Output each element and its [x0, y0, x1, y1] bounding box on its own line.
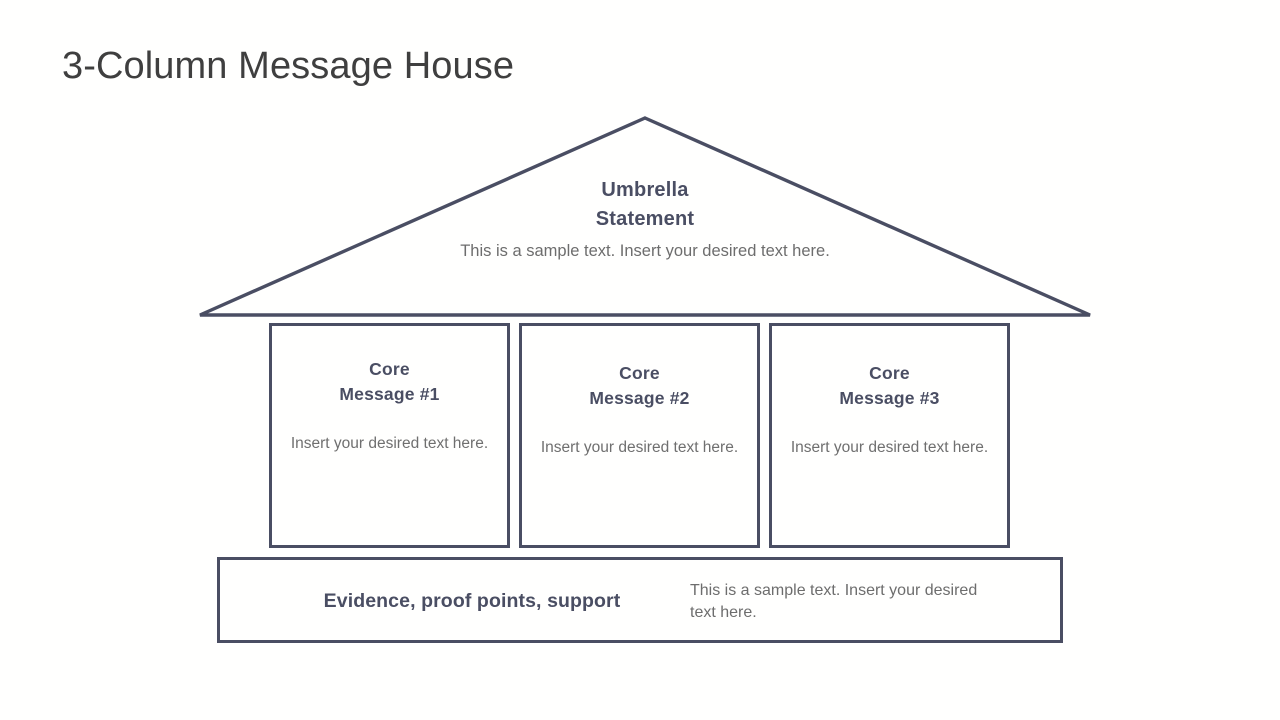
foundation-body-text: This is a sample text. Insert your desir… — [690, 582, 978, 622]
core-message-heading-2-line-2: Message #2 — [589, 388, 690, 409]
core-message-heading-1-line-1: Core — [369, 359, 410, 379]
core-message-heading-3-line-2: Message #3 — [839, 388, 940, 409]
foundation-bar[interactable]: Evidence, proof points, support This is … — [217, 557, 1063, 643]
foundation-heading: Evidence, proof points, support — [323, 590, 621, 612]
core-message-content-2: Core Message #2 Insert your desired text… — [522, 361, 757, 459]
umbrella-heading-line-1: Umbrella — [601, 179, 689, 201]
roof-triangle-shape[interactable] — [190, 108, 1100, 326]
umbrella-heading-line-2: Statement — [595, 208, 695, 230]
core-message-content-1: Core Message #1 Insert your desired text… — [272, 357, 507, 455]
core-message-heading-3-line-1: Core — [869, 363, 910, 383]
core-message-body-3: Insert your desired text here. — [790, 438, 989, 456]
core-message-box-2[interactable]: Core Message #2 Insert your desired text… — [519, 323, 760, 548]
umbrella-statement-block[interactable]: Umbrella Statement This is a sample text… — [450, 176, 840, 263]
umbrella-body-text: This is a sample text. Insert your desir… — [460, 242, 830, 260]
core-message-content-3: Core Message #3 Insert your desired text… — [772, 361, 1007, 459]
core-message-box-3[interactable]: Core Message #3 Insert your desired text… — [769, 323, 1010, 548]
core-message-body-1: Insert your desired text here. — [290, 434, 489, 452]
core-message-box-1[interactable]: Core Message #1 Insert your desired text… — [269, 323, 510, 548]
core-message-heading-1-line-2: Message #1 — [339, 384, 440, 405]
page-title: 3-Column Message House — [62, 45, 515, 87]
core-message-body-2: Insert your desired text here. — [540, 438, 739, 456]
core-message-heading-2-line-1: Core — [619, 363, 660, 383]
